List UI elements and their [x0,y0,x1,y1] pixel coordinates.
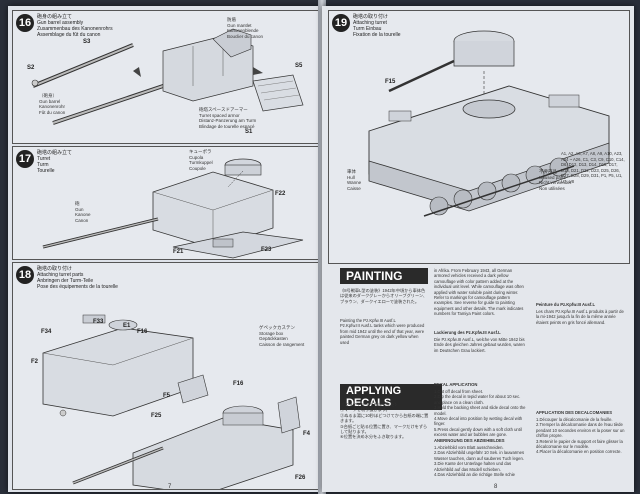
part-label: F26 [295,475,306,481]
painting-jp-text: 《8号戦車L型の塗装》1942年中頃から車体色は従来のダークグレーからオリーブグ… [340,288,428,304]
step-caption: 砲塔の取り付け Attaching turret Turm Einbau Fix… [353,14,401,38]
turret-assembly-diagram [42,158,304,259]
step-caption: 砲塔の取り付け Attaching turret parts Anbringen… [37,266,118,290]
part-label: F4 [303,431,311,437]
note-mantlet: 防盾 Gun mantlet Kanonenblende Bouclier du… [227,17,264,39]
part-label: F15 [385,79,396,85]
step-19-box: 19 砲塔の取り付け Attaching turret Turm Einbau … [328,10,630,264]
step-caption: 砲身の組み立て Gun barrel assembly Zusammenbau … [37,14,113,38]
left-page: 16 砲身の組み立て Gun barrel assembly Zusammenb… [8,6,321,492]
turret-parts-diagram [42,314,301,489]
step-number: 18 [16,266,34,284]
step-17-box: 17 砲塔の組み立て Turret Turm Tourelle キューポラ Cu… [12,146,320,260]
note-gun: 砲 Gun Kanone Canon [75,201,91,223]
decals-de-text: 1.Abziehbild vom Blatt ausschneiden. 2.D… [434,445,525,478]
part-label: F2 [31,359,39,365]
step-number: 19 [332,14,350,32]
step-number: 17 [16,150,34,168]
note-cupola: キューポラ Cupola Turmkuppel Coupole [189,149,213,171]
unused-parts-list: A1, A2, A6, A7, A8, A9, A10, A23, A24 ~ … [561,151,625,184]
painting-mid-text: in Afrika. From February 1943, all Germa… [434,268,524,317]
part-label: S3 [83,39,91,45]
step-16-box: 16 砲身の組み立て Gun barrel assembly Zusammenb… [12,10,320,144]
part-label: S5 [295,63,303,69]
decals-jp-text: 《スライドマークのはりかた》 ①マークを切り抜きます。 ②ぬるま湯に10秒ほどつ… [340,402,429,440]
part-label: S1 [245,129,253,135]
right-page: 19 砲塔の取り付け Attaching turret Turm Einbau … [322,6,634,492]
part-label: F23 [261,247,272,253]
part-label: S2 [27,65,35,71]
decals-en-text: 1.Cut off decal from sheet. 2.Dip the de… [434,389,526,437]
part-label: F33 [93,319,104,325]
decals-fr-text: 1.Découper la décalcomanie de la feuille… [536,417,625,455]
hull-label: 車体 Hull Wanne Caisse [347,169,362,191]
part-label: F16 [137,329,148,335]
part-label: F5 [163,393,171,399]
step-18-box: 18 砲塔の取り付け Attaching turret parts Anbrin… [12,262,320,490]
painting-de-title: Lackierung des Pz.Kpfw.III Ausf.L [434,330,501,335]
step-number: 16 [16,14,34,32]
part-label: F16 [233,381,244,387]
hull-turret-diagram [368,30,610,217]
painting-fr-text: Les chars Pz.Kpfw.III Ausf.L produits à … [536,309,624,325]
note-storage-box: ゲペックカステン Storage box Gepäckkasten Caisso… [259,325,305,347]
painting-fr-title: Peinture du Pz.Kpfw.III Ausf.L [536,302,596,307]
gun-barrel-assembly-diagram [31,28,304,125]
painting-header: PAINTING [340,268,428,284]
part-label: F25 [151,413,162,419]
decals-en-title: DECAL APPLICATION [434,382,478,387]
painting-de-text: Die Pz.Kpfw.III Ausf.L, welche von Mitte… [434,337,525,353]
note-gun-barrel: （砲身） Gun barrel Kanonenrohr Fût du canon [39,93,66,115]
part-label: F22 [275,191,286,197]
note-spaced-armor: 砲塔スペースドアーマー Turret spaced armor Distanz-… [199,107,257,129]
decals-de-title: ANBRINGUNG DES ABZIEHBILDES [434,438,505,443]
step-caption: 砲塔の組み立て Turret Turm Tourelle [37,150,73,174]
part-label: F21 [173,249,184,255]
decals-fr-title: APPLICATION DES DECALCOMANIES [536,410,612,415]
page-number: 7 [168,484,172,490]
painting-en-text: Painting the Pz.Kpfw.III Ausf.L Pz.Kpfw.… [340,318,425,345]
decals-header: APPLYING DECALS [340,384,442,410]
part-label: F34 [41,329,52,335]
part-label: E1 [123,323,131,329]
page-number: 8 [494,484,498,490]
unused-parts-label: 不要部品 Unused parts Nicht verwendet Non ut… [539,169,572,191]
